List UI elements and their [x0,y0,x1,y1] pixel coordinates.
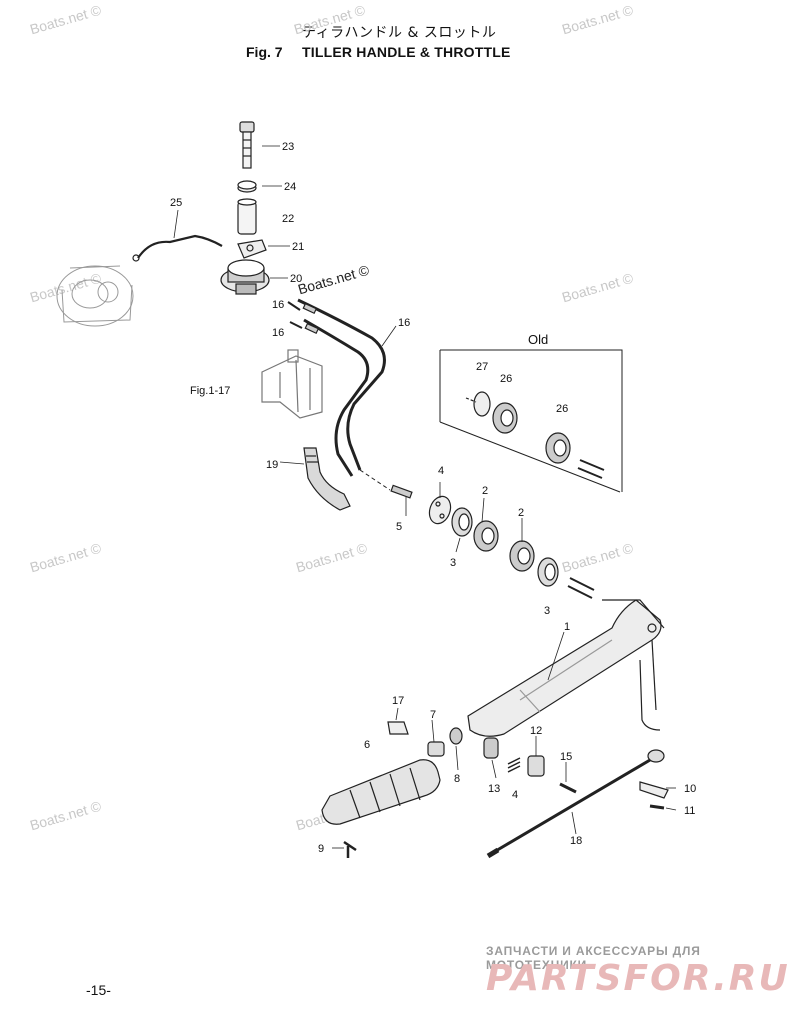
callout-12: 12 [530,725,542,737]
cable-ends [567,577,595,599]
bracket-21 [237,239,267,259]
callout-21: 21 [292,241,304,253]
title-english: TILLER HANDLE & THROTTLE [302,44,511,60]
ring-3b [537,557,559,587]
callout-13: 13 [488,783,500,795]
callout-2a: 2 [482,485,488,497]
callout-1: 1 [564,621,570,633]
callout-22: 22 [282,213,294,225]
friction-13 [483,737,499,759]
spring-14 [507,757,521,773]
callout-6: 6 [364,739,370,751]
callout-2b: 2 [518,507,524,519]
brand-logo: PARTSFOR.RU [486,958,790,999]
callout-3b: 3 [544,605,550,617]
screw-9 [343,840,357,858]
callout-4a: 4 [438,465,444,477]
callout-11: 11 [684,805,695,817]
bolt-23 [239,121,255,169]
old-parts-box [439,349,623,493]
callout-15: 15 [560,751,572,763]
reference-bracket [261,349,323,419]
screw-11 [649,804,665,810]
gear-2b [509,540,535,572]
block-12 [527,755,545,777]
callout-25: 25 [170,197,182,209]
callout-10: 10 [684,783,696,795]
clip-10 [639,781,669,799]
callout-27: 27 [476,361,488,373]
pin-5 [390,484,413,499]
gear-2a [473,520,499,552]
tiller-handle-1 [467,599,665,737]
old-box-label: Old [528,332,549,347]
bushing-8 [449,727,463,745]
decal-17 [387,721,409,735]
screw-15 [559,782,577,794]
callout-7: 7 [430,709,436,721]
callout-26b: 26 [556,403,568,415]
adapter-7 [427,741,445,757]
callout-16a: 16 [272,299,284,311]
callout-16c: 16 [398,317,410,329]
callout-24: 24 [284,181,296,193]
callout-17: 17 [392,695,404,707]
callout-8: 8 [454,773,460,785]
callout-18: 18 [570,835,582,847]
callout-19: 19 [266,459,278,471]
callout-20: 20 [290,273,302,285]
reference-note: Fig.1-17 [190,385,230,397]
throttle-cam-20 [220,259,270,295]
ring-3a [451,507,473,537]
page-number: -15- [86,982,111,998]
callout-3a: 3 [450,557,456,569]
figure-number: Fig. 7 [246,44,283,60]
collar-22 [237,201,257,235]
callout-9: 9 [318,843,324,855]
carburetor-reference [56,265,134,327]
callout-23: 23 [282,141,294,153]
throttle-cable-16 [287,298,391,491]
grommet-19 [303,447,351,511]
title-japanese: ティラハンドル & スロットル [302,25,497,41]
grip-6 [321,759,441,825]
brand-tagline: ЗАПЧАСТИ И АКСЕССУАРЫ ДЛЯ МОТОТЕХНИКИ [486,944,701,972]
callout-5: 5 [396,521,402,533]
callout-4b: 4 [512,789,518,801]
link-rod-25 [137,234,223,259]
callout-16b: 16 [272,327,284,339]
plate-4 [428,495,452,525]
callout-26a: 26 [500,373,512,385]
rod-18 [486,749,665,859]
